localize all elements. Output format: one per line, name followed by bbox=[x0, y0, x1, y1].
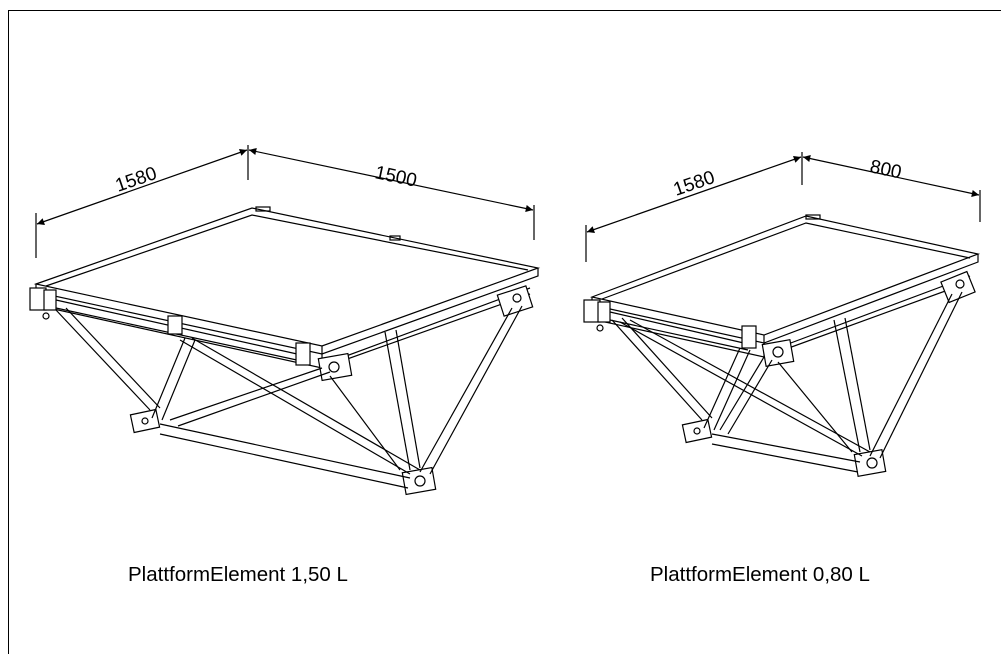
platform-1-truss bbox=[55, 305, 523, 489]
platform-1-caption: PlattformElement 1,50 L bbox=[128, 563, 348, 586]
platform-2-truss bbox=[611, 291, 963, 473]
platform-2-drawing bbox=[583, 152, 981, 477]
platform-1-dimension-lines bbox=[35, 145, 535, 258]
platform-1-depth-dimension: 1580 bbox=[113, 163, 160, 197]
platform-2-deck bbox=[589, 214, 981, 344]
platform-2-depth-dimension: 1580 bbox=[671, 167, 718, 201]
platform-2-side-beams bbox=[595, 275, 971, 358]
platform-1-drawing bbox=[29, 145, 541, 496]
platform-2-caption: PlattformElement 0,80 L bbox=[650, 563, 870, 586]
platform-1-width-dimension: 1500 bbox=[373, 162, 419, 191]
platform-2-clamps bbox=[583, 270, 976, 477]
drawing-frame bbox=[8, 10, 1001, 654]
platform-2-dimension-lines bbox=[585, 152, 981, 262]
platform-1-deck bbox=[33, 206, 541, 355]
platform-1-clamps bbox=[29, 285, 534, 496]
platform-2-width-dimension: 800 bbox=[868, 156, 903, 183]
